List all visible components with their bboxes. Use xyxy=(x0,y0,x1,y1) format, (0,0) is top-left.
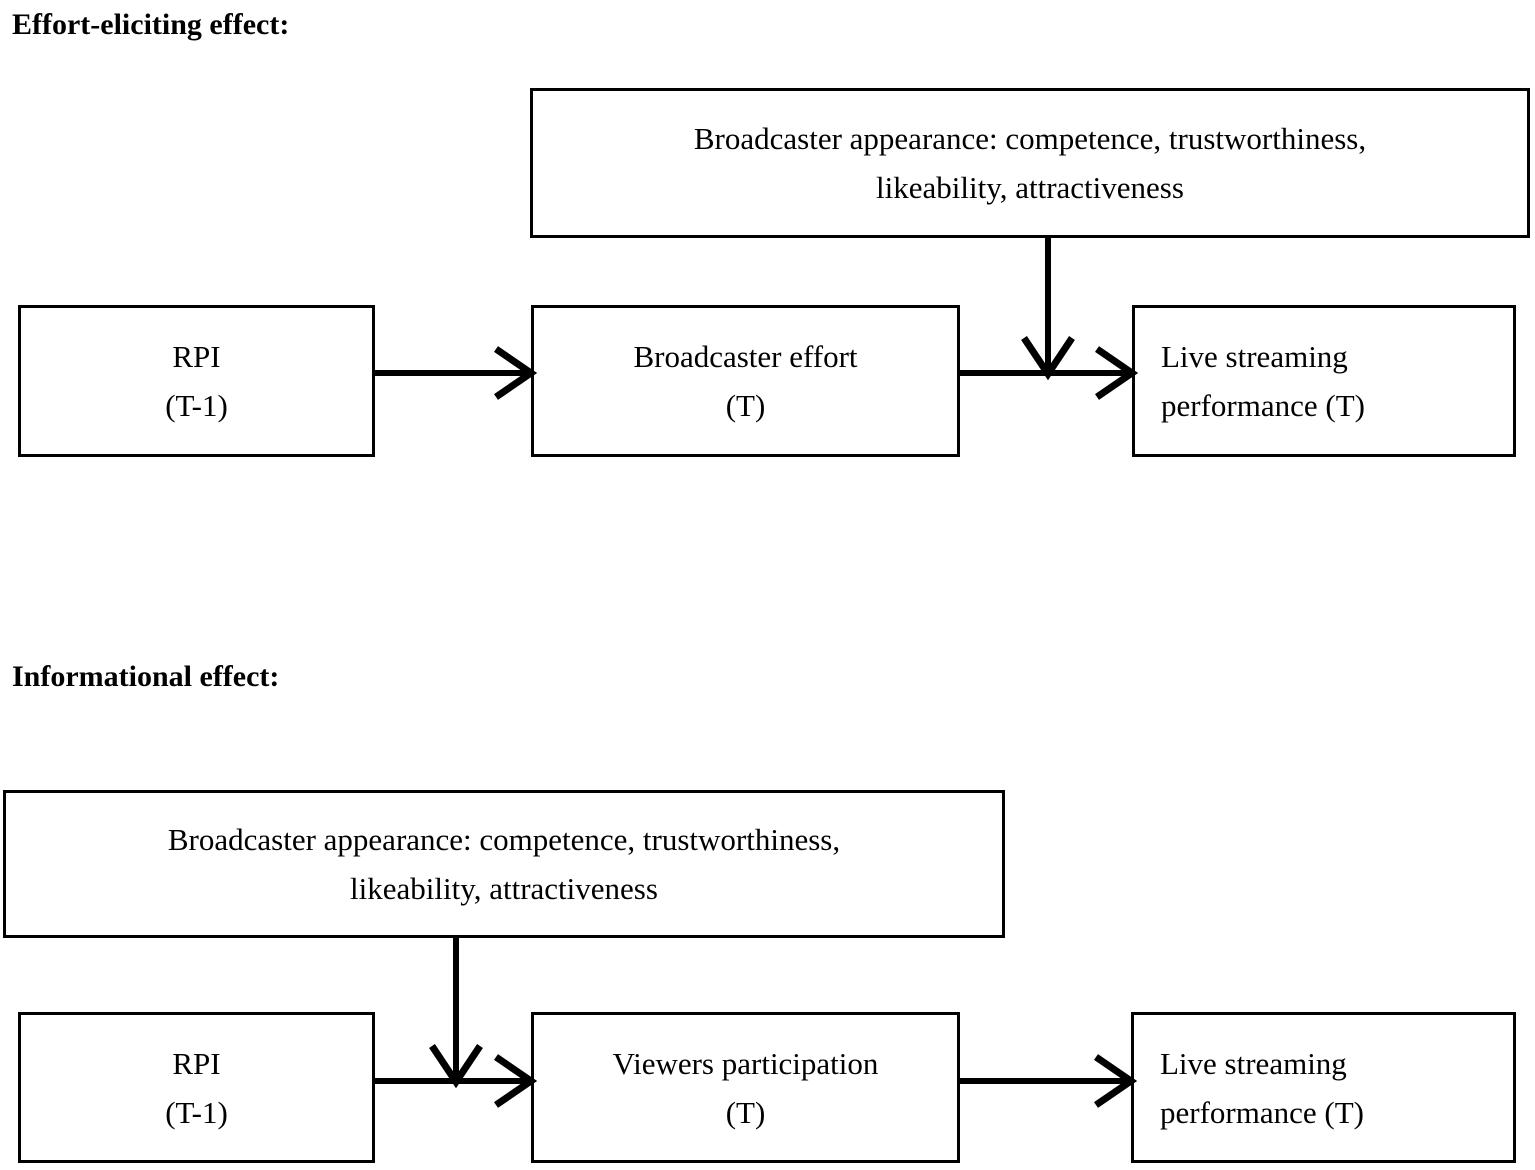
node-line-2: (T-1) xyxy=(165,388,228,423)
node-line-1: Broadcaster effort xyxy=(633,339,858,374)
arrow-informational-mediator-to-outcome xyxy=(960,1054,1138,1108)
node-line-2: likeability, attractiveness xyxy=(876,170,1184,205)
node-line-2: (T) xyxy=(725,388,766,423)
node-line-1: RPI xyxy=(172,339,221,374)
node-informational-predictor-rpi: RPI (T-1) xyxy=(18,1012,375,1163)
section-title-informational: Informational effect: xyxy=(12,660,280,693)
section-title-effort-eliciting: Effort-eliciting effect: xyxy=(12,8,290,41)
node-informational-outcome-live-streaming-performance: Live streaming performance (T) xyxy=(1131,1012,1516,1163)
arrow-effort-rpi-to-mediator xyxy=(375,346,538,400)
node-effort-predictor-rpi: RPI (T-1) xyxy=(18,305,375,457)
node-effort-mediator-broadcaster-effort: Broadcaster effort (T) xyxy=(531,305,960,457)
node-informational-moderator-appearance: Broadcaster appearance: competence, trus… xyxy=(3,790,1005,938)
node-line-2: likeability, attractiveness xyxy=(350,871,658,906)
node-line-2: performance (T) xyxy=(1161,388,1365,423)
node-line-2: (T) xyxy=(725,1094,766,1130)
node-line-1: RPI xyxy=(172,1045,221,1081)
node-effort-outcome-live-streaming-performance: Live streaming performance (T) xyxy=(1132,305,1516,457)
node-informational-mediator-viewers-participation: Viewers participation (T) xyxy=(531,1012,960,1163)
node-line-2: (T-1) xyxy=(165,1094,228,1130)
node-line-1: Broadcaster appearance: competence, trus… xyxy=(167,822,841,857)
node-effort-moderator-appearance: Broadcaster appearance: competence, trus… xyxy=(530,88,1530,238)
node-line-1: Viewers participation xyxy=(612,1045,879,1081)
arrow-effort-moderator-down xyxy=(1021,238,1075,381)
arrow-informational-rpi-to-mediator xyxy=(375,1054,538,1108)
node-line-1: Live streaming xyxy=(1161,339,1348,374)
node-line-2: performance (T) xyxy=(1160,1094,1364,1130)
arrow-effort-mediator-to-outcome xyxy=(960,346,1139,400)
node-line-1: Broadcaster appearance: competence, trus… xyxy=(693,121,1367,156)
arrow-informational-moderator-down xyxy=(429,938,483,1089)
node-line-1: Live streaming xyxy=(1160,1045,1347,1081)
